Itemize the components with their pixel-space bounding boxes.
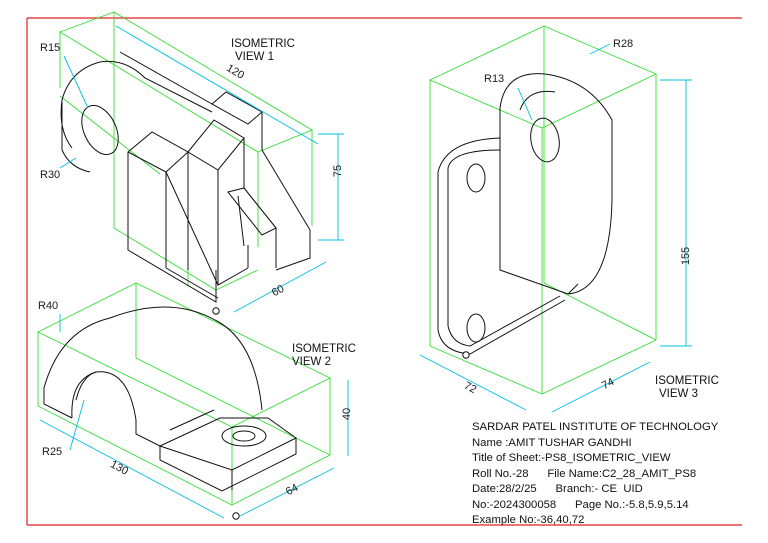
view1-title-line1: ISOMETRIC — [231, 38, 295, 50]
view1-title-line2: VIEW 1 — [235, 51, 274, 63]
view1-dim-r30: R30 — [40, 169, 61, 181]
title-block-institute: SARDAR PATEL INSTITUTE OF TECHNOLOGY — [472, 421, 719, 433]
view3-title-line1: ISOMETRIC — [655, 375, 719, 387]
view2-title-line1: ISOMETRIC — [292, 343, 356, 355]
view1-part-outline — [60, 51, 311, 303]
view3-dim-r13: R13 — [484, 73, 505, 85]
view2-title-line2: VIEW 2 — [292, 356, 331, 368]
view2-dim-r40: R40 — [38, 300, 59, 312]
title-block: SARDAR PATEL INSTITUTE OF TECHNOLOGY Nam… — [472, 420, 718, 529]
view3-part-outline — [437, 73, 613, 355]
view3-dimensions — [419, 43, 692, 413]
view3-bounding-box — [428, 25, 658, 395]
view3-dim-155: 155 — [680, 246, 693, 266]
view2-dim-r25: R25 — [42, 446, 63, 458]
view1-title: ISOMETRIC VIEW 1 — [231, 38, 295, 64]
view2-title: ISOMETRIC VIEW 2 — [292, 343, 356, 369]
title-block-roll-file: Roll No.-28 File Name:C2_28_AMIT_PS8 — [472, 467, 697, 480]
view3-dim-r28: R28 — [613, 38, 634, 50]
view1-dim-75: 75 — [332, 164, 345, 178]
view2-bounding-box — [36, 282, 332, 506]
view1-dim-r15: R15 — [40, 42, 61, 54]
sheet-border — [26, 17, 742, 526]
view2-dim-40: 40 — [341, 407, 354, 421]
origin-markers — [212, 307, 470, 520]
view3-title-line2: VIEW 3 — [659, 388, 698, 400]
title-block-name: Name :AMIT TUSHAR GANDHI — [472, 436, 632, 449]
view1-dimensions — [59, 25, 344, 313]
title-block-uid-page: No:-2024300058 Page No.:-5.8,5.9,5.14 — [472, 498, 689, 511]
title-block-sheet-title: Title of Sheet:-PS8_ISOMETRIC_VIEW — [472, 452, 671, 464]
view2-dimensions — [39, 314, 349, 519]
title-block-date-branch: Date:28/2/25 Branch:- CE UID — [472, 483, 643, 495]
title-block-example: Example No:-36,40,72 — [472, 514, 585, 526]
view3-title: ISOMETRIC VIEW 3 — [655, 375, 719, 401]
view2-part-outline — [43, 306, 297, 492]
